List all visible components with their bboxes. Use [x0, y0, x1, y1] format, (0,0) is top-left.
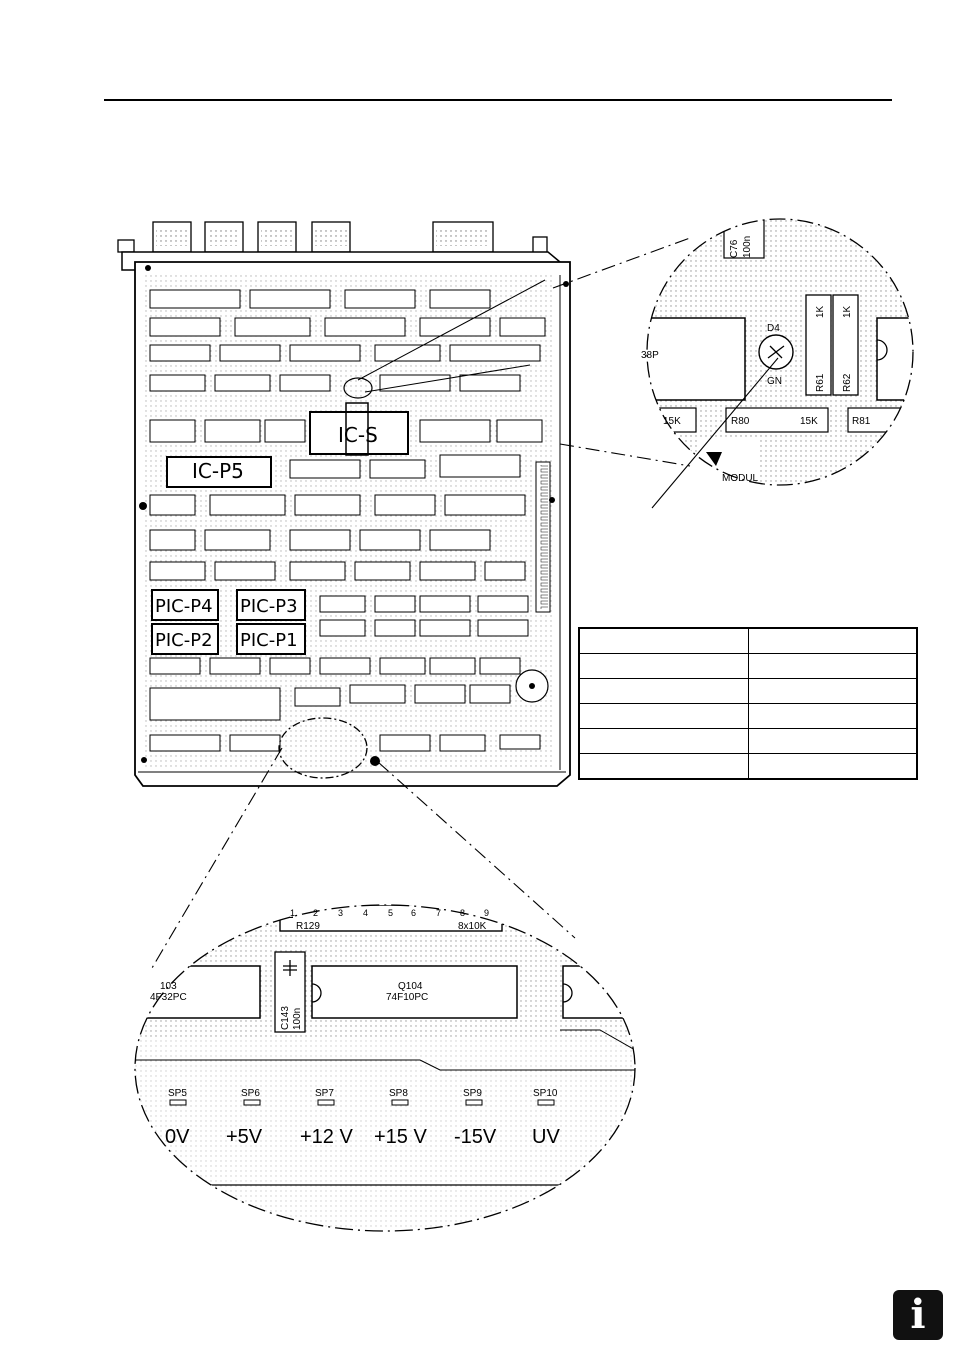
label-d4: D4: [767, 323, 780, 334]
label-ic103-type: 4F32PC: [150, 992, 187, 1003]
label-c143: C143: [280, 1006, 291, 1030]
voltage-5v: +5V: [226, 1126, 263, 1148]
label-modul: MODUL: [722, 473, 759, 484]
table-row: [578, 678, 918, 704]
label-r129: R129: [296, 921, 320, 932]
test-point-sp8: SP8: [389, 1088, 408, 1099]
test-point-sp5: SP5: [168, 1088, 187, 1099]
table-cell: [578, 627, 749, 654]
label-gn: GN: [767, 376, 782, 387]
table-cell: [578, 678, 749, 704]
label-ic103: 103: [160, 981, 177, 992]
table-cell: [578, 703, 749, 729]
callout-leaders: [151, 237, 691, 969]
pin-1: 1: [290, 908, 295, 918]
pin-9: 9: [484, 908, 489, 918]
table-row: [578, 627, 918, 654]
label-r61: R61: [815, 373, 826, 392]
label-15k-left: 15K: [663, 416, 681, 427]
label-r62: R62: [842, 373, 853, 392]
label-c143-value: 100n: [292, 1008, 303, 1030]
label-c76: C76: [729, 239, 740, 258]
pin-3: 3: [338, 908, 343, 918]
table-cell: [578, 653, 749, 679]
pin-4: 4: [363, 908, 368, 918]
test-points: SP5 SP6 SP7 SP8 SP9 SP10 0V +5V +12 V +1…: [165, 1088, 560, 1148]
test-point-sp10: SP10: [533, 1088, 558, 1099]
table-cell: [747, 703, 918, 729]
label-r129-value: 8x10K: [458, 921, 487, 932]
voltage-12v: +12 V: [300, 1126, 353, 1148]
board-label-pic-p1: PIC-P1: [240, 630, 298, 651]
board-label-ic-s: IC-S: [338, 423, 378, 447]
label-r80: R80: [731, 416, 750, 427]
label-c76-value: 100n: [742, 236, 753, 258]
table-cell: [578, 728, 749, 754]
voltage-15v: +15 V: [374, 1126, 427, 1148]
test-point-sp6: SP6: [241, 1088, 260, 1099]
detail-circle-bottom: 1 2 3 4 5 6 7 8 9 R129 8x10K 103 4F32PC …: [134, 904, 636, 1232]
table-cell: [747, 653, 918, 679]
table-cell: [747, 728, 918, 754]
table-row: [578, 753, 918, 780]
pin-2: 2: [313, 908, 318, 918]
detail-circle-top: C76 100n 1K 1K R61 R62 D4 GN 38P 15K R80…: [641, 218, 914, 509]
test-point-sp9: SP9: [463, 1088, 482, 1099]
test-point-sp7: SP7: [315, 1088, 334, 1099]
label-38p: 38P: [641, 350, 659, 361]
pin-8: 8: [460, 908, 465, 918]
table-row: [578, 728, 918, 754]
spec-table: [578, 627, 918, 780]
pin-6: 6: [411, 908, 416, 918]
table-row: [578, 703, 918, 729]
label-q104-type: 74F10PC: [386, 992, 428, 1003]
board-label-pic-p2: PIC-P2: [155, 630, 213, 651]
pin-7: 7: [436, 908, 441, 918]
label-r62-value: 1K: [842, 305, 853, 318]
voltage-0v: 0V: [165, 1126, 190, 1148]
voltage-minus-15v: -15V: [454, 1126, 497, 1148]
label-q104: Q104: [398, 981, 423, 992]
board-label-pic-p4: PIC-P4: [155, 596, 213, 617]
header-rule: [104, 99, 892, 101]
info-icon: i: [893, 1290, 943, 1340]
table-cell: [747, 627, 918, 654]
board-label-pic-p3: PIC-P3: [240, 596, 298, 617]
voltage-uv: UV: [532, 1126, 560, 1148]
table-cell: [578, 753, 749, 780]
board-label-ic-p5: IC-P5: [192, 459, 244, 483]
pin-5: 5: [388, 908, 393, 918]
table-row: [578, 653, 918, 679]
table-cell: [747, 753, 918, 780]
label-r61-value: 1K: [815, 305, 826, 318]
label-r80-value: 15K: [800, 416, 818, 427]
main-board: [117, 221, 571, 787]
table-cell: [747, 678, 918, 704]
label-r81: R81: [852, 416, 871, 427]
